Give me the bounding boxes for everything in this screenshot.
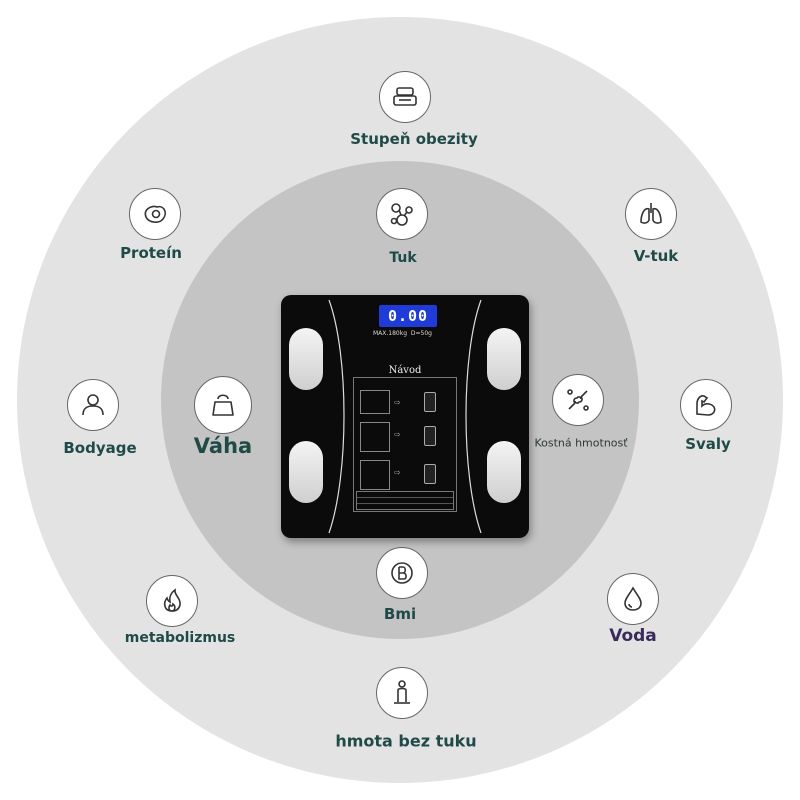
fat-label: Tuk	[389, 250, 417, 266]
electrode-bottom-right	[487, 441, 521, 503]
bmi-label: Bmi	[383, 605, 417, 623]
lcd-subtext: MAX.180kg D=50g	[373, 330, 463, 337]
fat-feature	[376, 188, 428, 240]
water-label: Voda	[609, 626, 657, 646]
phone-icon	[424, 464, 436, 484]
lcd-max-text: MAX.180kg	[373, 330, 408, 337]
protein-label: Proteín	[120, 244, 182, 262]
scale-curves	[328, 299, 482, 534]
electrode-top-right	[487, 328, 521, 390]
phone-icon	[424, 392, 436, 412]
egg-icon	[129, 188, 181, 240]
instruction-step-2	[360, 422, 390, 452]
flexed-arm-icon	[680, 379, 732, 431]
metabolism-label: metabolizmus	[124, 630, 236, 646]
electrode-top-left	[289, 328, 323, 390]
arrow-icon: ⇨	[394, 398, 401, 407]
person-bust-icon	[67, 379, 119, 431]
obesity-label: Stupeň obezity	[350, 130, 478, 148]
bodyage-label: Bodyage	[63, 439, 137, 457]
visceral-fat-feature	[625, 188, 677, 240]
metabolism-feature	[146, 575, 198, 627]
spec-table	[356, 491, 454, 510]
body-silhouette-icon	[376, 667, 428, 719]
molecule-icon	[376, 188, 428, 240]
water-feature	[607, 573, 659, 625]
lean-mass-label: hmota bez tuku	[335, 731, 477, 751]
weight-feature	[194, 376, 252, 434]
lcd-division-text: D=50g	[410, 330, 432, 337]
lean-mass-feature	[376, 667, 428, 719]
phone-icon	[424, 426, 436, 446]
bone-joint-icon	[552, 374, 604, 426]
droplet-icon	[607, 573, 659, 625]
bone-mass-label: Kostná hmotnosť	[534, 436, 628, 450]
electrode-bottom-left	[289, 441, 323, 503]
lungs-icon	[625, 188, 677, 240]
letter-b-icon	[376, 547, 428, 599]
kettlebell-icon	[194, 376, 252, 434]
bodyage-feature	[67, 379, 119, 431]
arrow-icon: ⇨	[394, 468, 401, 477]
bone-mass-feature	[552, 374, 604, 426]
instructions-panel: ⇨ ⇨ ⇨	[353, 377, 457, 512]
bmi-feature	[376, 547, 428, 599]
flame-icon	[146, 575, 198, 627]
spec-row	[357, 498, 453, 504]
lcd-display: 0.00	[379, 305, 437, 327]
scale-stack-icon	[379, 71, 431, 123]
protein-feature	[129, 188, 181, 240]
visceral-fat-label: V-tuk	[633, 247, 679, 265]
muscle-label: Svaly	[685, 435, 731, 453]
muscle-feature	[680, 379, 732, 431]
arrow-icon: ⇨	[394, 430, 401, 439]
instruction-step-1	[360, 390, 390, 414]
spec-row	[357, 492, 453, 498]
weight-label: Váha	[193, 434, 253, 458]
smart-scale: 0.00 MAX.180kg D=50g Návod ⇨ ⇨ ⇨	[281, 295, 529, 538]
obesity-feature	[379, 71, 431, 123]
instructions-title: Návod	[388, 365, 422, 376]
instruction-step-3	[360, 460, 390, 490]
